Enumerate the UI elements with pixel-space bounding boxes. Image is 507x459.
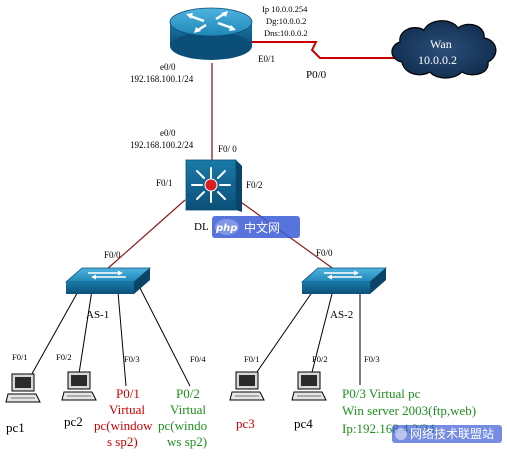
as2-port-f01: F0/1 — [244, 354, 260, 364]
as1-uplink: F0/0 — [104, 250, 121, 260]
virtual-pc3-label: P0/3 Virtual pc Win server 2003(ftp,web)… — [342, 386, 476, 436]
link-as2-pc4 — [309, 289, 334, 381]
pc2-label: pc2 — [64, 414, 83, 429]
link-serial-router-wan — [252, 41, 395, 59]
pc2-computer-icon — [61, 371, 97, 401]
as2-port-f02: F0/2 — [312, 354, 328, 364]
pc4-label: pc4 — [294, 416, 313, 431]
core-port-f00: F0/ 0 — [218, 144, 237, 154]
core-name: DL — [194, 221, 209, 233]
php-watermark: php 中文网 — [212, 216, 300, 238]
router-port-p00: P0/0 — [306, 69, 327, 81]
link-as1-pc1 — [23, 287, 81, 389]
as1-name: AS-1 — [86, 309, 109, 321]
router-dns: Dns:10.0.0.2 — [264, 28, 308, 38]
as1-port-f04: F0/4 — [190, 354, 206, 364]
vpc1-line-4: s sp2) — [107, 434, 138, 449]
router-e00-ip: 192.168.100.1/24 — [130, 74, 194, 84]
link-as1-vpc1 — [117, 291, 127, 387]
site-watermark: 网络技术联盟站 — [392, 425, 502, 443]
wan-ip: 10.0.0.2 — [418, 53, 457, 67]
vpc1-line-2: Virtual — [109, 402, 145, 417]
core-port-f01: F0/1 — [156, 178, 173, 188]
virtual-pc2-label: P0/2 Virtual pc(windo ws sp2) — [158, 386, 207, 449]
vpc2-line-2: Virtual — [170, 402, 206, 417]
router-dg: Dg:10.0.0.2 — [266, 16, 306, 26]
links — [23, 41, 395, 389]
wan-name: Wan — [430, 37, 452, 51]
vpc2-line-3: pc(windo — [158, 418, 207, 433]
as1-port-f03: F0/3 — [124, 354, 140, 364]
vpc2-line-4: ws sp2) — [167, 434, 207, 449]
pc4-computer-icon — [291, 371, 327, 401]
pc1-computer-icon — [5, 373, 41, 403]
pc1-label: pc1 — [6, 420, 25, 435]
as2-uplink: F0/0 — [316, 248, 333, 258]
pc3-label: pc3 — [236, 416, 255, 431]
link-as1-vpc2 — [139, 287, 191, 387]
switch-icon — [300, 267, 388, 294]
as1-port-f01: F0/1 — [12, 352, 28, 362]
cloud-icon — [391, 20, 497, 79]
core-e00-ip: 192.168.100.2/24 — [130, 140, 194, 150]
vpc1-line-3: pc(window — [94, 418, 153, 433]
as2-port-f03: F0/3 — [364, 354, 380, 364]
vpc3-line-2: Win server 2003(ftp,web) — [342, 403, 476, 418]
switch-icon — [64, 267, 152, 294]
virtual-pc1-label: P0/1 Virtual pc(window s sp2) — [94, 386, 153, 449]
as1-port-f02: F0/2 — [56, 352, 72, 362]
vpc1-line-1: P0/1 — [116, 386, 140, 401]
router-e00-label: e0/0 — [160, 62, 176, 72]
as2-name: AS-2 — [330, 309, 353, 321]
php-logo-text: php — [215, 223, 237, 234]
layer3-switch-icon — [185, 159, 242, 212]
vpc2-line-1: P0/2 — [176, 386, 200, 401]
vpc3-line-1: P0/3 Virtual pc — [342, 386, 421, 401]
core-port-f02: F0/2 — [246, 180, 263, 190]
core-e00-label: e0/0 — [160, 128, 176, 138]
link-dl-as1 — [105, 199, 186, 271]
router-icon — [169, 7, 253, 60]
router-port-e01: E0/1 — [258, 54, 275, 64]
link-as1-pc2 — [77, 289, 93, 381]
router-ip: Ip 10.0.0.254 — [262, 4, 308, 14]
link-as2-pc3 — [249, 287, 316, 383]
pc3-computer-icon — [229, 371, 265, 401]
php-cn-text: 中文网 — [244, 220, 280, 235]
site-watermark-text: 网络技术联盟站 — [410, 426, 494, 441]
